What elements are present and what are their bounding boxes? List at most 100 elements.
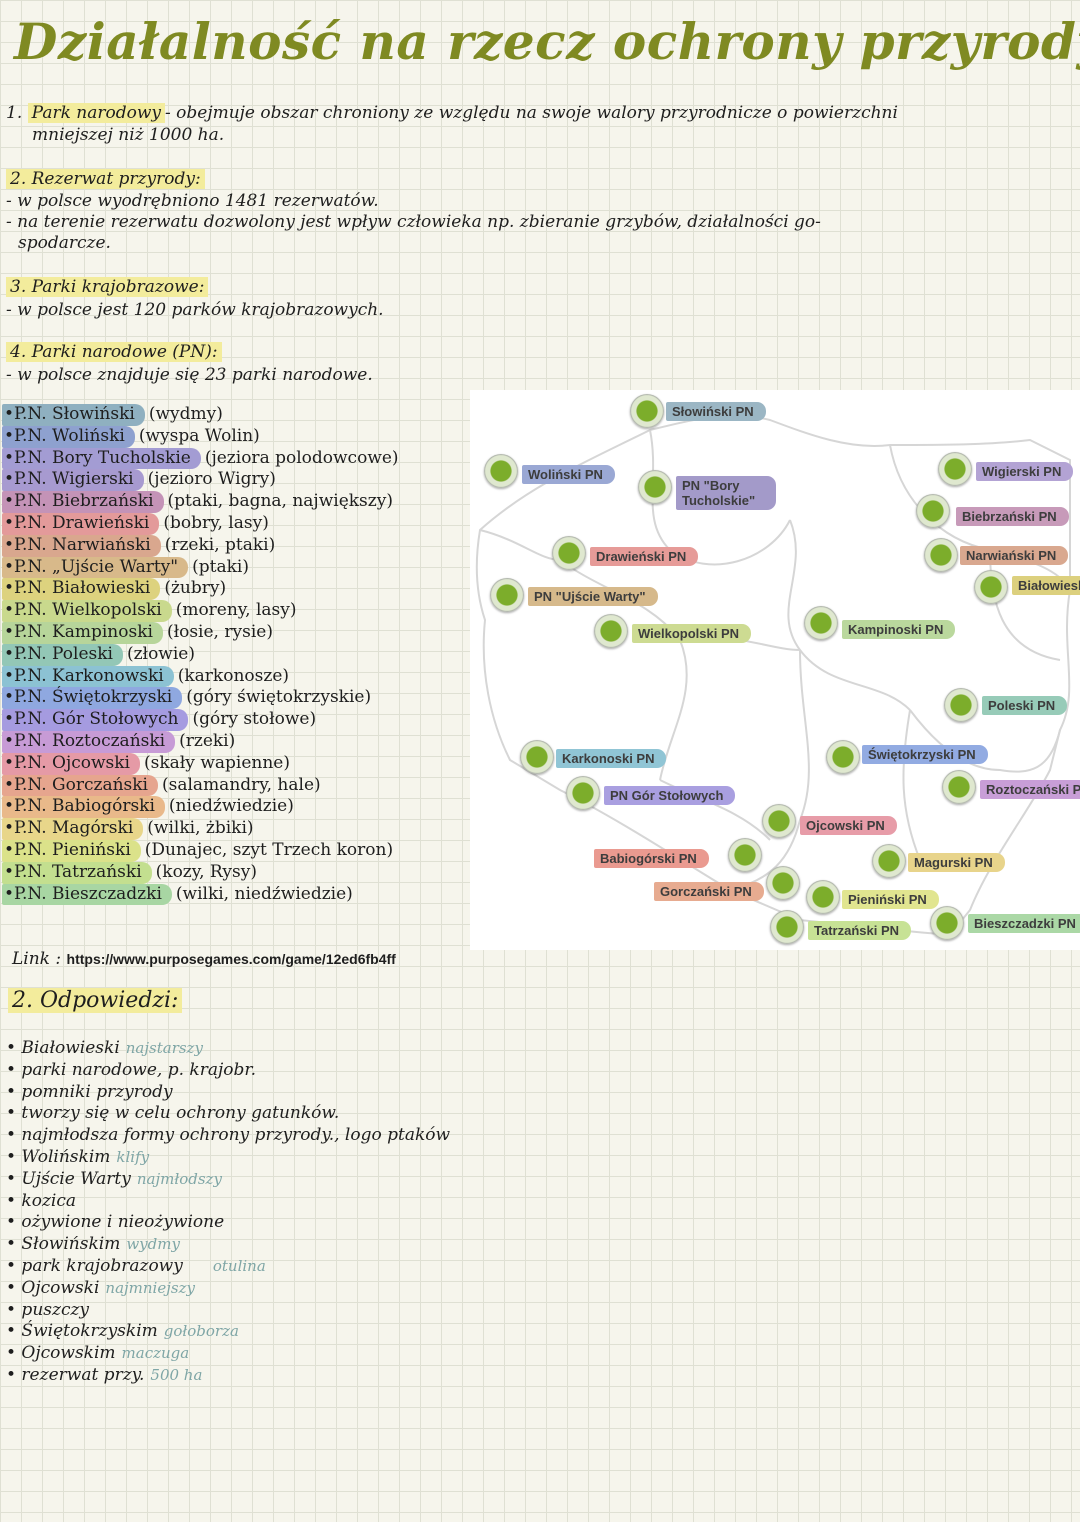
park-desc: (skały wapienne): [144, 752, 290, 773]
park-row: •P.N. Słowiński(wydmy): [2, 404, 472, 426]
park-desc: (ptaki, bagna, największy): [167, 491, 393, 512]
map-pin-icon: [826, 740, 860, 774]
map-label-ojcowski: Ojcowski PN: [800, 816, 897, 835]
park-name: •P.N. Biebrzański: [2, 491, 164, 513]
map-label-magurski: Magurski PN: [908, 853, 1005, 872]
link-url[interactable]: https://www.purposegames.com/game/12ed6f…: [66, 951, 396, 967]
park-row: •P.N. Drawieński(bobry, lasy): [2, 512, 472, 535]
park-desc: (żubry): [164, 578, 227, 599]
park-row: •P.N. Woliński(wyspa Wolin): [2, 425, 472, 448]
map-pin-icon: [804, 606, 838, 640]
answer-item: • ożywione i nieożywione: [6, 1212, 456, 1234]
park-name: •P.N. Drawieński: [2, 512, 160, 535]
poland-parks-map: Słowiński PN Woliński PN PN "Bory Tuchol…: [470, 390, 1080, 950]
map-pin-icon: [974, 570, 1008, 604]
answer-text: • Białowieski: [6, 1038, 120, 1058]
answer-item: • parki narodowe, p. krajobr.: [6, 1060, 456, 1082]
park-row: •P.N. Roztoczański(rzeki): [2, 730, 472, 753]
park-desc: (wilki, żbiki): [147, 818, 254, 839]
section-2-line-2: - na terenie rezerwatu dozwolony jest wp…: [6, 212, 821, 232]
answer-text: • rezerwat przy.: [6, 1364, 145, 1385]
park-row: •P.N. Tatrzański(kozy, Rysy): [2, 861, 472, 884]
park-desc: (salamandry, hale): [162, 774, 321, 795]
park-desc: (góry świętokrzyskie): [186, 687, 372, 708]
section-4-heading: 4. Parki narodowe (PN):: [6, 341, 222, 363]
section-1-line-2: mniejszej niż 1000 ha.: [32, 125, 225, 145]
answers-title: 2. Odpowiedzi:: [8, 988, 183, 1013]
answer-text: • Ojcowski: [6, 1277, 100, 1298]
answer-text: • tworzy się w celu ochrony gatunków.: [6, 1103, 340, 1124]
park-row: •P.N. Białowieski(żubry): [2, 578, 472, 601]
answer-text: • pomniki przyrody: [6, 1081, 173, 1102]
map-pin-icon: [490, 578, 524, 612]
map-label-biebrzanski: Biebrzański PN: [956, 507, 1069, 526]
map-label-bieszczadzki: Bieszczadzki PN: [968, 914, 1080, 933]
map-pin-icon: [630, 394, 664, 428]
park-name: •P.N. Kampinoski: [2, 621, 163, 644]
answer-text: • Ojcowskim: [6, 1343, 116, 1364]
park-row: •P.N. Biebrzański(ptaki, bagna, najwięks…: [2, 491, 472, 513]
park-desc: (Dunajec, szyt Trzech koron): [144, 839, 394, 860]
answer-note: wydmy: [126, 1235, 180, 1254]
park-desc: (wilki, niedźwiedzie): [175, 883, 353, 904]
park-desc: (jezioro Wigry): [147, 469, 276, 490]
park-row: •P.N. Gór Stołowych(góry stołowe): [2, 709, 472, 731]
park-desc: (rzeki): [179, 730, 236, 751]
link-label: Link :: [12, 949, 62, 969]
section-4-heading-text: 4. Parki narodowe (PN):: [6, 342, 222, 362]
park-row: •P.N. Pieniński(Dunajec, szyt Trzech kor…: [2, 839, 472, 862]
answer-note: gołoborza: [163, 1322, 239, 1341]
park-desc: (łosie, rysie): [166, 621, 273, 642]
map-pin-icon: [728, 838, 762, 872]
answer-note: najmłodszy: [136, 1169, 222, 1188]
answer-text: • Świętokrzyskim: [6, 1321, 158, 1342]
park-desc: (bobry, lasy): [163, 512, 269, 533]
parks-list: •P.N. Słowiński(wydmy) •P.N. Woliński(wy…: [2, 404, 472, 906]
park-name: •P.N. Narwiański: [2, 534, 161, 557]
park-desc: (wyspa Wolin): [138, 425, 260, 446]
park-desc: (złowie): [126, 643, 195, 664]
park-desc: (ptaki): [192, 556, 249, 577]
park-row: •P.N. Poleski(złowie): [2, 643, 472, 666]
map-label-narwianski: Narwiański PN: [960, 546, 1069, 565]
answer-text: • puszczy: [6, 1299, 90, 1320]
park-row: •P.N. Ojcowski(skały wapienne): [2, 752, 472, 775]
map-pin-icon: [930, 906, 964, 940]
park-desc: (kozy, Rysy): [155, 861, 257, 882]
map-pin-icon: [770, 910, 804, 944]
map-label-kampinoski: Kampinoski PN: [842, 620, 956, 639]
section-1-text: - obejmuje obszar chroniony ze względu n…: [165, 103, 898, 123]
park-desc: (wydmy): [148, 404, 223, 424]
park-name: •P.N. Słowiński: [2, 404, 145, 426]
map-pin-icon: [766, 866, 800, 900]
park-name: •P.N. Wigierski: [2, 469, 144, 492]
link-row: Link : https://www.purposegames.com/game…: [12, 948, 396, 970]
section-3-heading: 3. Parki krajobrazowe:: [6, 276, 209, 298]
park-desc: (niedźwiedzie): [168, 796, 294, 817]
map-label-drawienski: Drawieński PN: [590, 547, 699, 566]
park-name: •P.N. Poleski: [2, 643, 123, 666]
park-row: •P.N. Kampinoski(łosie, rysie): [2, 621, 472, 644]
answers-title-text: 2. Odpowiedzi:: [8, 988, 183, 1013]
park-desc: (karkonosze): [177, 665, 290, 686]
answer-text: • park krajobrazowy: [6, 1255, 183, 1276]
park-row: •P.N. Babiogórski(niedźwiedzie): [2, 796, 472, 819]
park-name: •P.N. Tatrzański: [2, 861, 152, 884]
map-label-wolinski: Woliński PN: [522, 465, 615, 484]
park-row: •P.N. Narwiański(rzeki, ptaki): [2, 534, 472, 557]
answer-item: • kozica: [6, 1191, 456, 1213]
answer-item: • rezerwat przy.500 ha: [6, 1365, 456, 1387]
answer-item: • puszczy: [6, 1300, 456, 1322]
map-pin-icon: [806, 880, 840, 914]
answer-text: • Ujście Warty: [6, 1168, 131, 1189]
park-desc: (góry stołowe): [192, 709, 317, 730]
answer-item: • Świętokrzyskim gołoborza: [6, 1321, 456, 1343]
answer-item: • najmłodsza formy ochrony przyrody., lo…: [6, 1125, 456, 1147]
answer-text: • najmłodsza formy ochrony przyrody., lo…: [6, 1125, 451, 1146]
answer-item: • Ujście Warty najmłodszy: [6, 1169, 456, 1191]
